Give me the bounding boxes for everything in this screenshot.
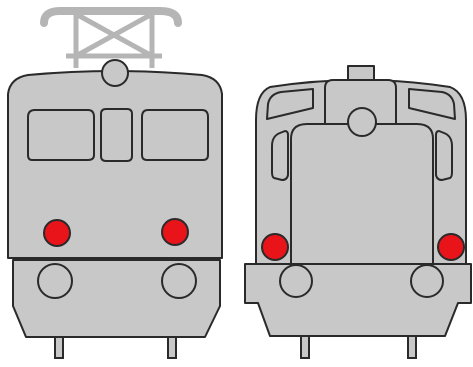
right-hood-panel [436, 131, 452, 180]
left-red-light [44, 220, 70, 246]
roof-headlight [102, 60, 128, 86]
cab-body [8, 71, 222, 258]
right-buffer [411, 265, 443, 297]
left-hood-panel [272, 131, 288, 180]
electric-locomotive [8, 11, 222, 358]
right-window [142, 110, 208, 160]
undercarriage-legs [301, 334, 416, 358]
left-red-light [262, 234, 288, 260]
right-red-light [438, 234, 464, 260]
right-red-light [162, 219, 188, 245]
left-buffer [280, 265, 312, 297]
left-window [28, 110, 94, 160]
left-buffer [38, 264, 72, 298]
diesel-locomotive [245, 66, 471, 358]
hood-headlight [348, 108, 376, 136]
pantograph [44, 11, 178, 68]
roof-box [348, 66, 374, 80]
center-window [101, 109, 132, 161]
front-hood [291, 124, 433, 264]
right-buffer [162, 264, 196, 298]
